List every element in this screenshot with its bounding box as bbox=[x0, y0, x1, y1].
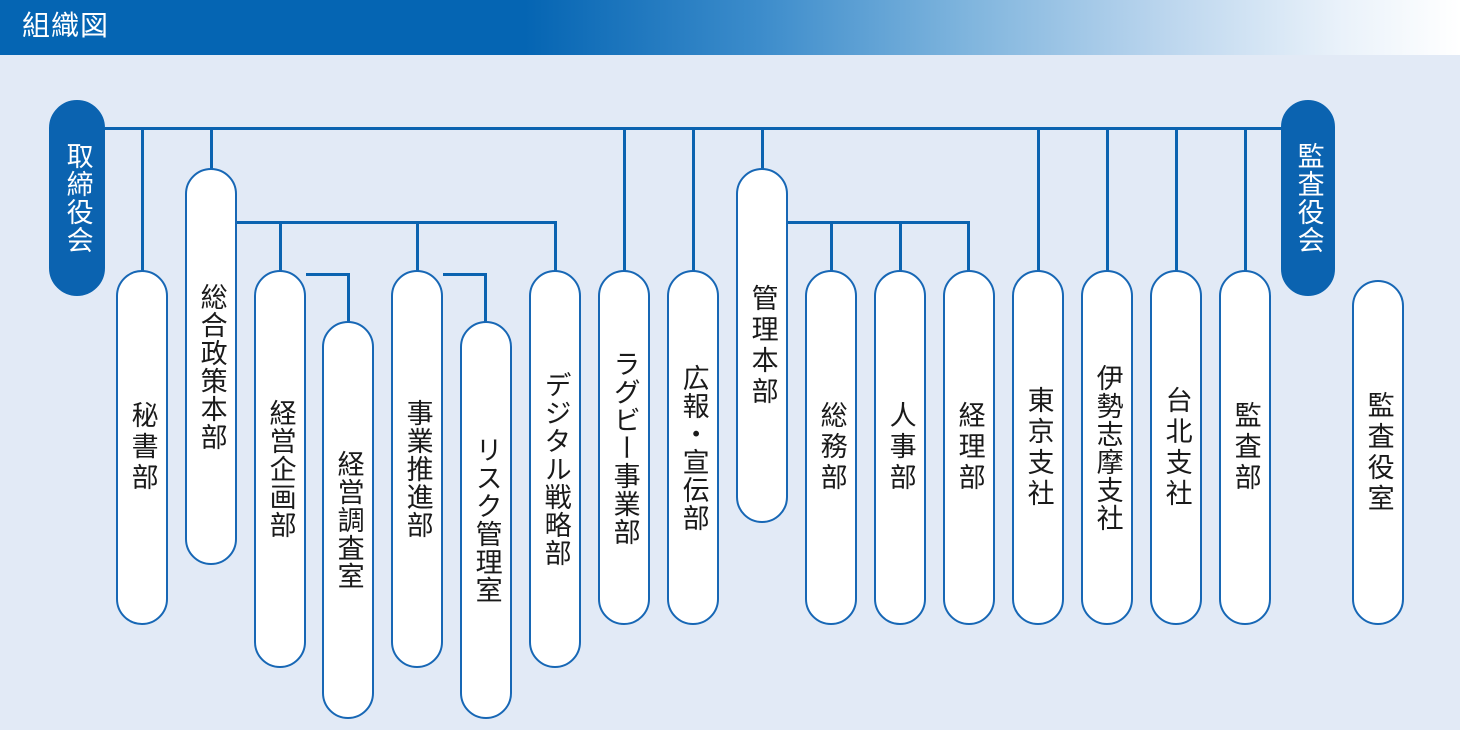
connector-drop-admin-hq bbox=[761, 127, 764, 171]
org-node-label: 秘書部 bbox=[127, 401, 158, 494]
connector-drop-auditdept bbox=[1244, 127, 1247, 273]
org-node-label: 監査役会 bbox=[1293, 142, 1324, 254]
org-node-iseshima[interactable]: 伊勢志摩支社 bbox=[1081, 270, 1133, 625]
connector-drop-tokyo bbox=[1037, 127, 1040, 273]
org-node-taipei[interactable]: 台北支社 bbox=[1150, 270, 1202, 625]
connector-drop-secretariat bbox=[141, 127, 144, 273]
org-node-label: 台北支社 bbox=[1161, 385, 1192, 510]
connector-drop-pr bbox=[692, 127, 695, 273]
org-node-label: ラグビー事業部 bbox=[609, 349, 640, 546]
org-node-secretariat[interactable]: 秘書部 bbox=[116, 270, 168, 625]
org-node-audit-board[interactable]: 監査役会 bbox=[1281, 100, 1335, 296]
org-node-audit-office[interactable]: 監査役室 bbox=[1352, 280, 1404, 625]
connector-drop-taipei bbox=[1175, 127, 1178, 273]
connector-drop-policy-hq bbox=[210, 127, 213, 171]
org-node-label: 監査役室 bbox=[1363, 390, 1394, 515]
org-node-label: 経営調査室 bbox=[333, 450, 364, 590]
org-node-label: 広報・宣伝部 bbox=[678, 363, 709, 532]
connector-drop-survey bbox=[347, 273, 350, 323]
connector-drop-accounting bbox=[967, 221, 970, 271]
org-node-label: 管理本部 bbox=[747, 283, 778, 408]
org-node-board[interactable]: 取締役会 bbox=[49, 100, 105, 296]
org-node-label: 総合政策本部 bbox=[196, 282, 227, 451]
org-node-risk-mgmt[interactable]: リスク管理室 bbox=[460, 321, 512, 719]
org-node-accounting[interactable]: 経理部 bbox=[943, 270, 995, 625]
org-node-policy-hq[interactable]: 総合政策本部 bbox=[185, 168, 237, 565]
chart-canvas: 取締役会秘書部 総合政策本部経営企画部 経営調査室 事業推進部 リスク管理室 デジタル戦略… bbox=[0, 55, 1460, 730]
connector-drop-general-aff bbox=[830, 221, 833, 271]
page-title: 組織図 bbox=[22, 10, 110, 41]
connector-policy-bus bbox=[237, 221, 557, 224]
org-node-label: 東京支社 bbox=[1023, 385, 1054, 510]
connector-drop-risk bbox=[484, 273, 487, 323]
connector-drop-iseshima bbox=[1106, 127, 1109, 273]
org-node-label: 伊勢志摩支社 bbox=[1092, 363, 1123, 532]
org-node-mgmt-plan[interactable]: 経営企画部 bbox=[254, 270, 306, 668]
org-node-tokyo[interactable]: 東京支社 bbox=[1012, 270, 1064, 625]
org-node-label: 人事部 bbox=[885, 401, 916, 494]
org-node-rugby[interactable]: ラグビー事業部 bbox=[598, 270, 650, 625]
org-node-hr[interactable]: 人事部 bbox=[874, 270, 926, 625]
connector-drop-mgmt-plan bbox=[279, 221, 282, 271]
connector-drop-hr bbox=[899, 221, 902, 271]
org-node-mgmt-survey[interactable]: 経営調査室 bbox=[322, 321, 374, 719]
org-node-biz-promo[interactable]: 事業推進部 bbox=[391, 270, 443, 668]
page-header: 組織図 bbox=[0, 0, 1460, 55]
org-node-digital[interactable]: デジタル戦略部 bbox=[529, 270, 581, 668]
connector-admin-bus bbox=[788, 221, 970, 224]
org-node-label: 監査部 bbox=[1230, 401, 1261, 494]
connector-drop-biz-promo bbox=[416, 221, 419, 271]
connector-promo-bus bbox=[443, 273, 485, 276]
org-node-label: リスク管理室 bbox=[471, 436, 502, 604]
connector-board-trunk bbox=[105, 127, 1285, 130]
org-node-label: 取締役会 bbox=[62, 142, 93, 254]
org-node-label: デジタル戦略部 bbox=[540, 371, 571, 567]
org-node-label: 経営企画部 bbox=[265, 399, 296, 539]
connector-drop-rugby bbox=[623, 127, 626, 273]
org-node-pr[interactable]: 広報・宣伝部 bbox=[667, 270, 719, 625]
org-node-label: 事業推進部 bbox=[402, 399, 433, 539]
org-node-label: 総務部 bbox=[816, 401, 847, 494]
connector-drop-digital bbox=[554, 221, 557, 271]
connector-plan-bus bbox=[306, 273, 348, 276]
org-node-label: 経理部 bbox=[954, 401, 985, 494]
org-node-admin-hq[interactable]: 管理本部 bbox=[736, 168, 788, 523]
org-node-audit-dept[interactable]: 監査部 bbox=[1219, 270, 1271, 625]
org-node-general-aff[interactable]: 総務部 bbox=[805, 270, 857, 625]
